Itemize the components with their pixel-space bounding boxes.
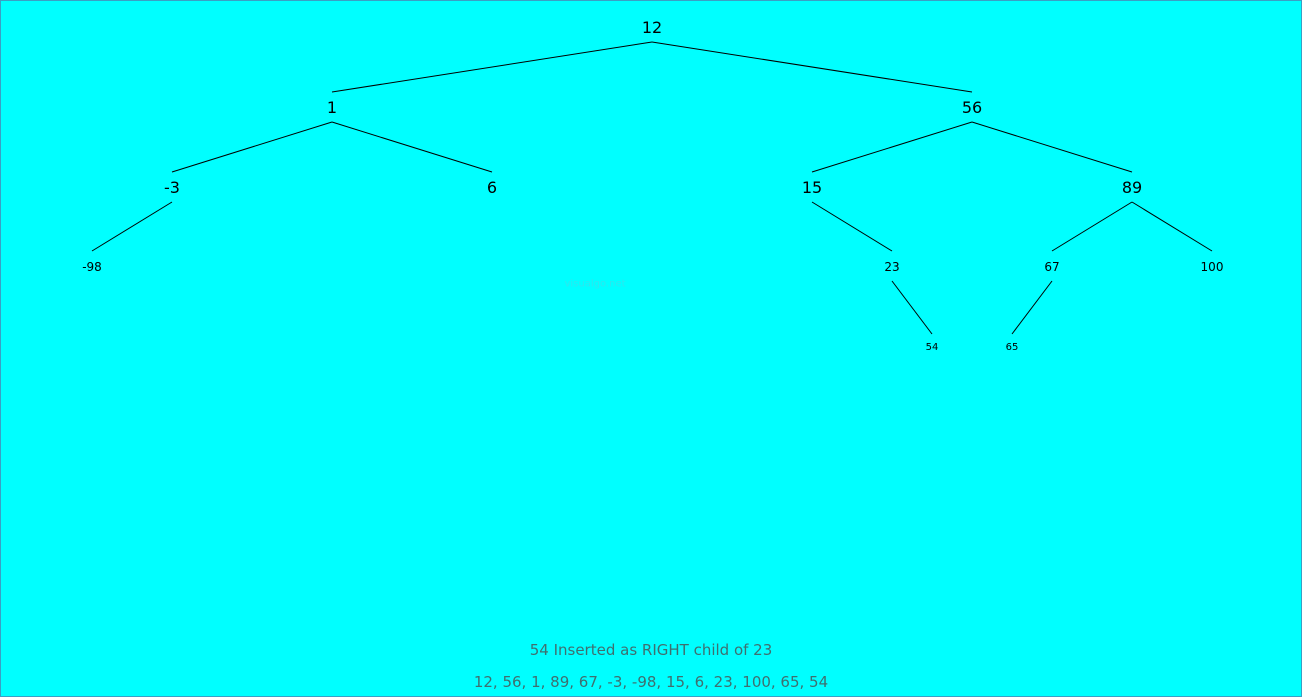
edge-1-to-6	[331, 121, 493, 173]
edge-1-to--3	[171, 121, 333, 173]
edge-56-to-15	[811, 121, 973, 173]
tree-node-12: 12	[641, 18, 663, 37]
tree-node-67: 67	[1044, 260, 1060, 274]
watermark: visualgo.net	[564, 278, 626, 290]
tree-node-15: 15	[801, 178, 823, 197]
tree-node-56: 56	[961, 98, 983, 117]
edge--3-to--98	[91, 201, 173, 252]
tree-node-1: 1	[326, 98, 338, 117]
edge-89-to-100	[1131, 201, 1213, 252]
tree-node--98: -98	[82, 260, 102, 274]
tree-node-65: 65	[1005, 342, 1019, 353]
tree-node-6: 6	[486, 178, 498, 197]
tree-node-54: 54	[925, 342, 939, 353]
status-message: 54 Inserted as RIGHT child of 23	[529, 641, 773, 659]
edge-89-to-67	[1051, 201, 1133, 252]
edge-12-to-1	[331, 41, 653, 93]
tree-node-23: 23	[884, 260, 900, 274]
insertion-sequence: 12, 56, 1, 89, 67, -3, -98, 15, 6, 23, 1…	[473, 673, 829, 691]
tree-node--3: -3	[164, 178, 180, 197]
edge-15-to-23	[811, 201, 893, 252]
edge-56-to-89	[971, 121, 1133, 173]
tree-node-89: 89	[1121, 178, 1143, 197]
edge-67-to-65	[1011, 280, 1053, 335]
edge-23-to-54	[891, 280, 933, 335]
tree-node-100: 100	[1200, 260, 1224, 274]
edge-12-to-56	[651, 41, 973, 93]
